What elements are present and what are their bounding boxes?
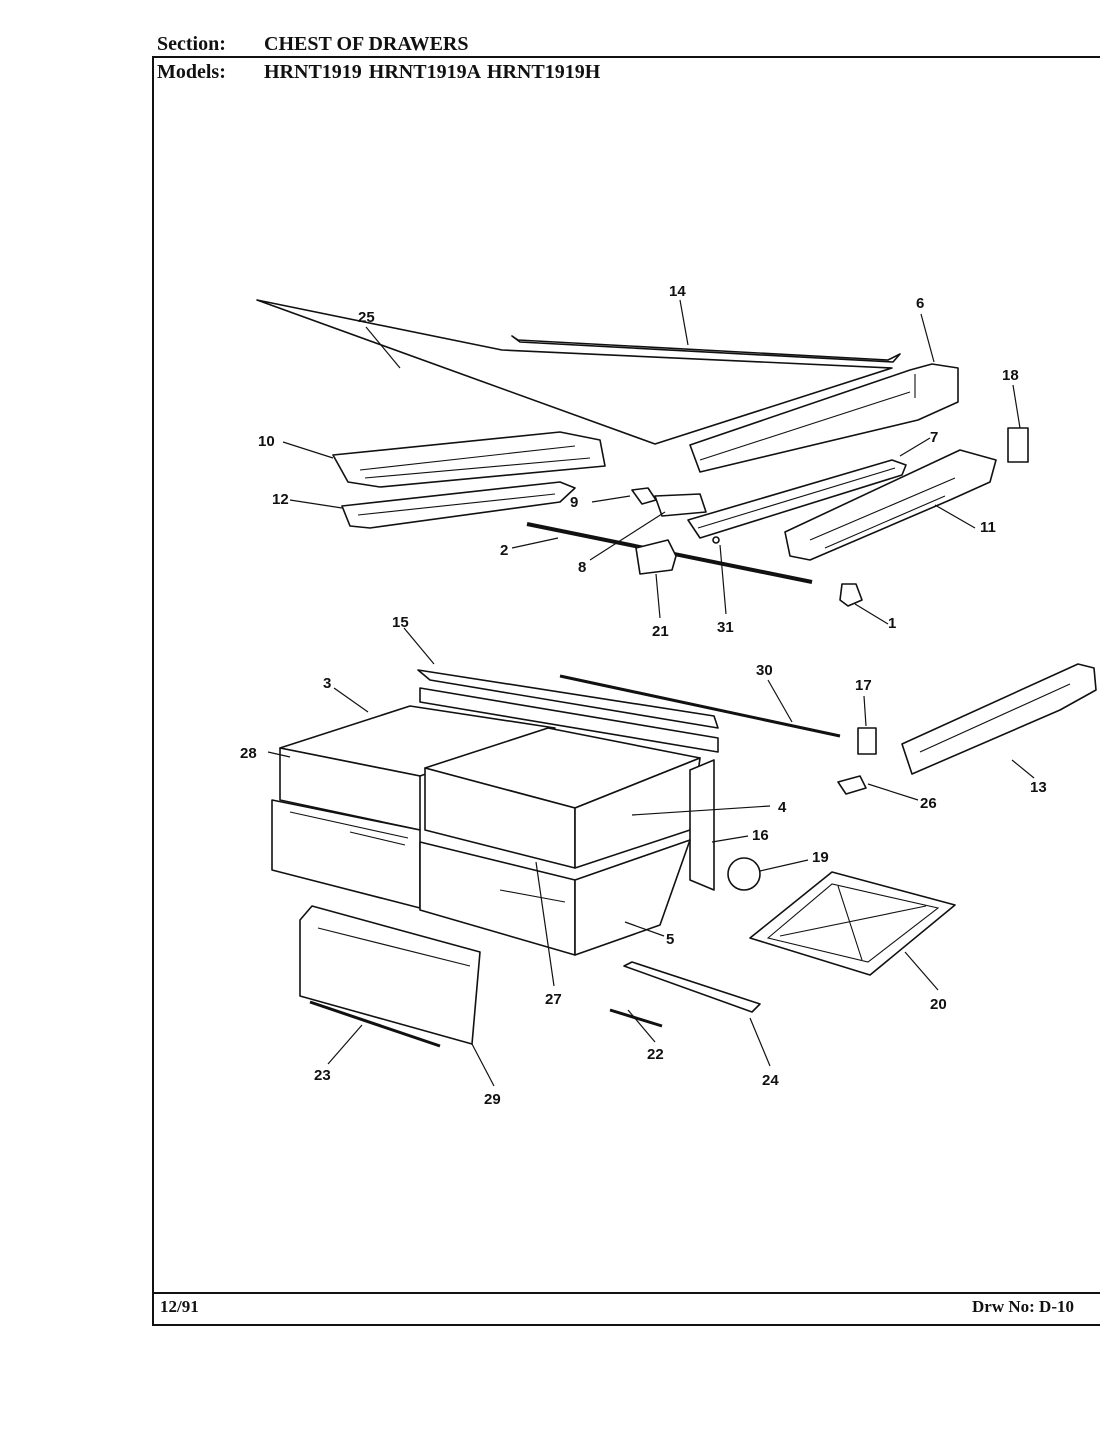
callout-21: 21: [652, 623, 669, 640]
callout-11: 11: [980, 519, 996, 536]
callout-labels: 25 14 6 18 10 7 12 9 11 2 8 21 31 1 15 3…: [240, 283, 1047, 1108]
callout-14: 14: [669, 283, 686, 300]
callout-28: 28: [240, 745, 257, 762]
callout-6: 6: [916, 295, 924, 312]
part-9-clip: [631, 487, 657, 505]
callout-24: 24: [762, 1072, 779, 1089]
callout-25: 25: [358, 309, 375, 326]
callout-19: 19: [812, 849, 829, 866]
callout-4: 4: [778, 799, 787, 816]
part-16-frame: [689, 759, 715, 891]
models-list: HRNT1919 HRNT1919A HRNT1919H: [264, 61, 601, 83]
part-24-vent: [623, 961, 761, 1013]
callout-31: 31: [717, 619, 734, 636]
part-17-bracket: [857, 727, 877, 755]
section-label: Section:: [157, 33, 226, 55]
callout-27: 27: [545, 991, 562, 1008]
part-8-latch: [654, 493, 707, 517]
part-20-crisper-cover: [749, 871, 956, 976]
callout-18: 18: [1002, 367, 1019, 384]
leader-lines: [267, 299, 1035, 1087]
part-29-drawer-front: [299, 905, 481, 1045]
part-7-right-runner: [687, 459, 907, 539]
callout-3: 3: [323, 675, 331, 692]
callout-16: 16: [752, 827, 769, 844]
footer-date: 12/91: [160, 1297, 199, 1316]
callout-1: 1: [888, 615, 896, 632]
callout-2: 2: [500, 542, 508, 559]
callout-23: 23: [314, 1067, 331, 1084]
callout-29: 29: [484, 1091, 501, 1108]
callout-22: 22: [647, 1046, 664, 1063]
part-14-rear-trim: [511, 335, 901, 363]
part-21-slide: [635, 539, 677, 575]
part-15-cover-trim: [417, 669, 719, 729]
callout-8: 8: [578, 559, 586, 576]
drawing-frame: [152, 56, 1100, 1326]
footer-rule: [152, 1292, 1100, 1294]
section-title: CHEST OF DRAWERS: [264, 33, 469, 55]
callout-9: 9: [570, 494, 578, 511]
part-25-shelf-glass: [256, 299, 893, 445]
part-15-cover: [419, 687, 719, 753]
callout-5: 5: [666, 931, 674, 948]
part-13-right-cover: [901, 663, 1097, 775]
callout-15: 15: [392, 614, 409, 631]
part-10-left-support: [332, 431, 606, 488]
part-19-knob: [727, 857, 761, 891]
callout-13: 13: [1030, 779, 1047, 796]
callout-30: 30: [756, 662, 773, 679]
part-5-lower-drawer-side: [574, 839, 691, 956]
part-30-rod: [559, 674, 841, 738]
footer-drawing-number: Drw No: D-10: [972, 1297, 1074, 1316]
callout-20: 20: [930, 996, 947, 1013]
callout-26: 26: [920, 795, 937, 812]
part-26-cam: [837, 775, 867, 795]
callout-7: 7: [930, 429, 938, 446]
part-1-cam: [839, 583, 863, 607]
callout-10: 10: [258, 433, 275, 450]
callout-12: 12: [272, 491, 289, 508]
part-18-bracket: [1007, 427, 1029, 463]
callout-17: 17: [855, 677, 872, 694]
part-12-left-runner: [341, 481, 576, 529]
part-23-trim: [309, 1000, 441, 1048]
part-31-screw: [712, 536, 720, 544]
models-label: Models:: [157, 61, 226, 83]
part-6-right-support: [689, 363, 959, 473]
part-22-clip: [609, 1008, 663, 1028]
